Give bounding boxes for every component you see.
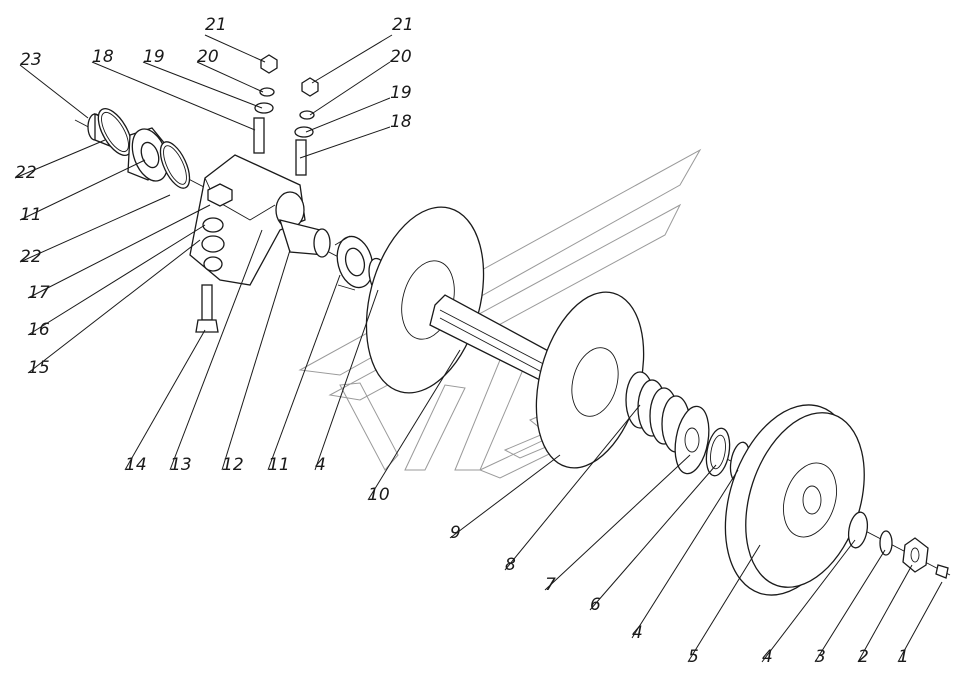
callout-11b: 11 (20, 205, 42, 225)
disc-part-9 (535, 291, 645, 469)
callout-10: 10 (368, 485, 390, 505)
callout-8: 8 (505, 555, 516, 575)
callout-12: 12 (222, 455, 244, 475)
callout-1: 1 (898, 647, 909, 667)
retaining-ring-part-22-left (97, 108, 133, 156)
callout-19b: 19 (390, 83, 412, 103)
callout-14: 14 (125, 455, 147, 475)
nut-part-2 (902, 537, 929, 573)
watermark-logo (298, 148, 702, 479)
callout-18a: 18 (92, 47, 114, 67)
callout-21a: 21 (205, 15, 227, 35)
callout-2: 2 (858, 647, 869, 667)
housing-bracket (189, 154, 306, 286)
callout-23: 23 (20, 50, 42, 70)
leader-lines (14, 34, 943, 663)
pulley-part-5 (724, 404, 865, 596)
callout-13: 13 (170, 455, 192, 475)
retaining-ring-part-4-right (847, 511, 869, 549)
retaining-ring-part-22-right (159, 141, 191, 189)
callout-11a: 11 (268, 455, 290, 475)
bearing-part-11-left (127, 127, 171, 182)
fastener-stack-right (294, 77, 319, 176)
fastener-stack-left (253, 54, 278, 154)
callout-15: 15 (28, 358, 50, 378)
callout-6: 6 (590, 595, 601, 615)
disc-part-10 (365, 206, 485, 394)
callout-16: 16 (28, 320, 50, 340)
callout-21b: 21 (392, 15, 414, 35)
callout-19a: 19 (143, 47, 165, 67)
callout-22a: 22 (20, 247, 42, 267)
washer-part-3 (879, 530, 893, 556)
callout-20a: 20 (197, 47, 219, 67)
bolt-part-14 (195, 284, 219, 333)
callout-7: 7 (545, 575, 556, 595)
callout-22b: 22 (15, 163, 37, 183)
grease-fitting-part-1 (935, 564, 949, 579)
callout-labels: 1 2 3 4 5 4 6 7 8 9 10 4 11 12 13 14 15 … (15, 15, 909, 667)
washer-part-7 (674, 405, 710, 475)
sleeve-part-12 (279, 219, 331, 258)
bearing-part-11-right (334, 235, 374, 291)
callout-4b: 4 (632, 623, 643, 643)
callout-17: 17 (28, 283, 50, 303)
callout-18b: 18 (390, 112, 412, 132)
callout-5: 5 (688, 647, 699, 667)
callout-4a: 4 (762, 647, 773, 667)
callout-3: 3 (815, 647, 826, 667)
callout-4c: 4 (315, 455, 326, 475)
callout-9: 9 (450, 523, 461, 543)
callout-20b: 20 (390, 47, 412, 67)
ring-part-6 (705, 427, 731, 477)
